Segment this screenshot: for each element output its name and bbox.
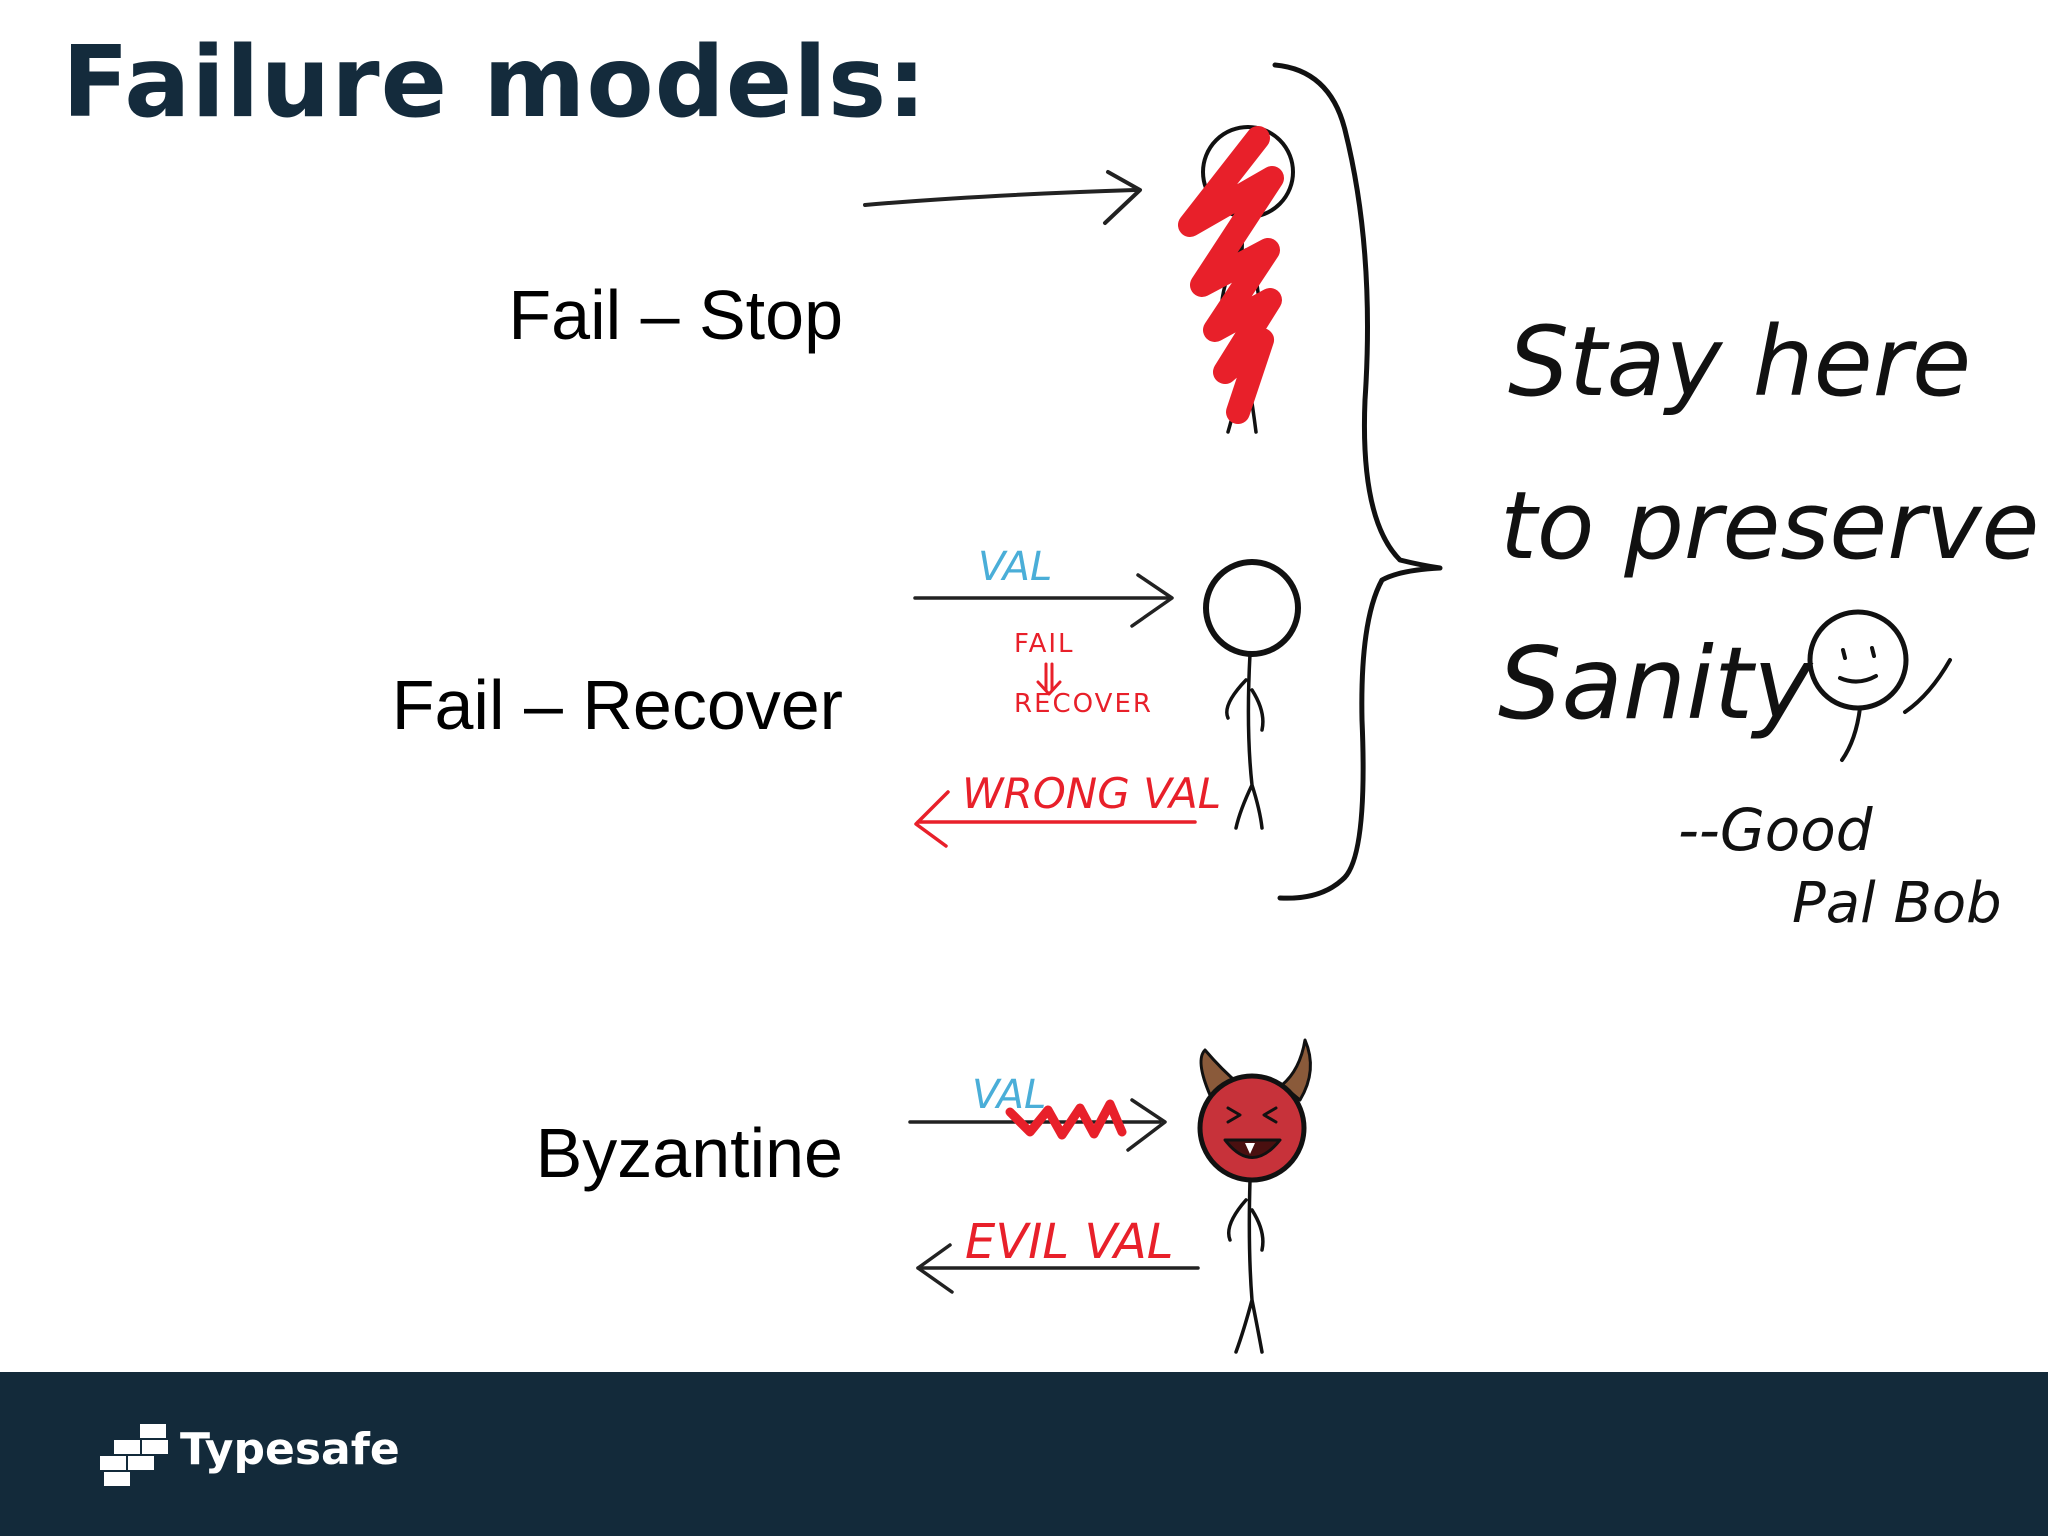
byzantine-illustration: VAL EVIL VAL xyxy=(908,1038,1312,1354)
typesafe-logo-icon xyxy=(100,1424,168,1486)
recover-val-text: VAL xyxy=(978,544,1052,590)
note-line-2: to preserve xyxy=(1500,472,2039,581)
note-line-1: Stay here xyxy=(1508,306,1971,418)
signature-line-1: --Good xyxy=(1678,796,1874,864)
red-corruption-scribble xyxy=(1005,1099,1127,1140)
recover-val-arrowhead xyxy=(1130,573,1174,628)
fail-recover-label: Fail – Recover xyxy=(391,666,843,744)
down-arrow-icon xyxy=(1036,662,1062,696)
evil-val-text: EVIL VAL xyxy=(965,1214,1173,1270)
evil-val-arrowhead xyxy=(916,1243,954,1294)
signature-line-2: Pal Bob xyxy=(1792,871,2002,936)
fail-text: FAIL xyxy=(1014,629,1075,659)
fail-recover-illustration: VAL FAIL RECOVER WRONG VAL xyxy=(913,544,1301,848)
recover-text: RECOVER xyxy=(1014,689,1153,719)
devil-figure xyxy=(1197,1038,1312,1354)
right-horn-icon xyxy=(1280,1038,1312,1102)
fail-stop-label: Fail – Stop xyxy=(508,276,843,354)
wrong-val-arrowhead xyxy=(914,790,950,848)
fail-stop-arrow xyxy=(863,188,1137,207)
wrong-val-text: WRONG VAL xyxy=(962,769,1221,818)
fail-stop-arrowhead xyxy=(1103,170,1142,225)
stick-figure xyxy=(1203,559,1301,830)
curly-brace xyxy=(1272,62,1443,901)
slide-title: Failure models: xyxy=(62,26,928,140)
devil-face xyxy=(1197,1073,1307,1183)
byzantine-val-arrowhead xyxy=(1126,1098,1167,1152)
red-scribble xyxy=(1178,126,1284,424)
byzantine-label: Byzantine xyxy=(535,1114,843,1192)
sanity-note: Stay here to preserve Sanity --Good Pal … xyxy=(1498,306,2039,936)
note-line-3: Sanity xyxy=(1498,625,1814,742)
footer-bar: Typesafe xyxy=(0,1372,2048,1536)
smiley-figure xyxy=(1807,609,1952,762)
failure-models-sketch: VAL FAIL RECOVER WRONG VAL VAL EVIL VAL xyxy=(863,62,2039,1354)
crossed-out-stick-figure xyxy=(1178,125,1295,434)
footer-brand-name: Typesafe xyxy=(180,1424,400,1475)
fail-stop-illustration xyxy=(863,125,1295,434)
